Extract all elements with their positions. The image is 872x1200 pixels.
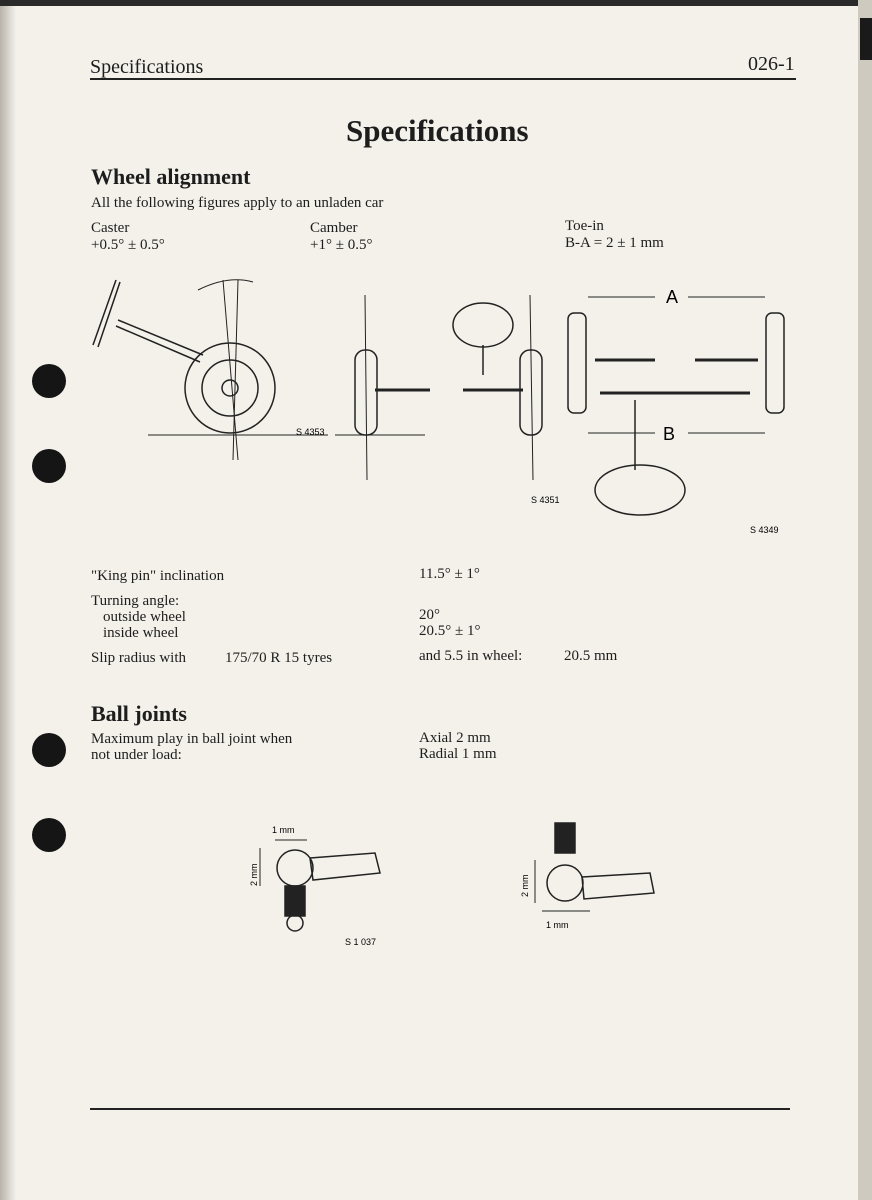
- ball-joint-text-1: Maximum play in ball joint when: [91, 731, 293, 747]
- page-title: Specifications: [346, 113, 529, 148]
- axial-play: Axial 2 mm: [419, 730, 491, 746]
- king-pin-label: "King pin" inclination: [91, 568, 225, 584]
- section-heading: Ball joints: [91, 701, 187, 726]
- dimension-b-label: B: [663, 424, 675, 444]
- slip-radius-label: Slip radius with: [91, 650, 187, 666]
- ball-joint-diagram-1: 1 mm 2 mm S 1 037: [249, 825, 381, 947]
- caster-value: +0.5° ± 0.5°: [91, 237, 165, 253]
- index-tab: [860, 18, 872, 60]
- page-edge: [858, 0, 872, 1200]
- camber-label: Camber: [310, 220, 358, 236]
- punch-hole: [32, 733, 66, 767]
- caster-label: Caster: [91, 220, 130, 236]
- footer-rule: [90, 1108, 790, 1110]
- turning-angle-label: Turning angle:: [91, 593, 180, 609]
- ball-joint-text-2: not under load:: [91, 747, 182, 763]
- outside-wheel-label: outside wheel: [103, 609, 186, 625]
- radial-play: Radial 1 mm: [419, 746, 497, 762]
- ball-joint-2-width-label: 1 mm: [546, 920, 569, 930]
- caster-diagram: S 4353: [92, 279, 328, 460]
- caster-figure-ref: S 4353: [296, 427, 325, 437]
- intro-text: All the following figures apply to an un…: [91, 195, 384, 211]
- running-header: Specifications: [90, 56, 204, 78]
- page-binding-shadow: [0, 0, 16, 1200]
- dimension-a-label: A: [666, 287, 678, 307]
- toe-in-label: Toe-in: [565, 218, 604, 234]
- outside-wheel-value: 20°: [419, 607, 440, 623]
- punch-hole: [32, 818, 66, 852]
- camber-figure-ref: S 4351: [531, 495, 560, 505]
- ball-joint-1-height-label: 2 mm: [249, 864, 259, 887]
- slip-radius-wheel: and 5.5 in wheel:: [419, 648, 523, 664]
- toe-in-diagram: A B S 4349: [567, 287, 785, 535]
- inside-wheel-value: 20.5° ± 1°: [419, 623, 481, 639]
- slip-radius-value: 20.5 mm: [564, 648, 618, 664]
- section-heading: Wheel alignment: [91, 164, 251, 189]
- camber-diagram: S 4351: [335, 294, 560, 505]
- inside-wheel-label: inside wheel: [103, 625, 179, 641]
- ball-joint-1-width-label: 1 mm: [272, 825, 295, 835]
- page-number: 026-1: [748, 53, 795, 75]
- punch-hole: [32, 449, 66, 483]
- header-rule: [90, 78, 796, 80]
- ball-joint-figure-ref: S 1 037: [345, 937, 376, 947]
- scan-edge: [0, 0, 872, 6]
- ball-joint-diagram-2: 2 mm 1 mm: [520, 822, 655, 930]
- camber-value: +1° ± 0.5°: [310, 237, 373, 253]
- toe-in-figure-ref: S 4349: [750, 525, 779, 535]
- king-pin-value: 11.5° ± 1°: [419, 566, 480, 582]
- punch-hole: [32, 364, 66, 398]
- ball-joint-2-height-label: 2 mm: [520, 875, 530, 898]
- slip-radius-tyres: 175/70 R 15 tyres: [225, 650, 333, 666]
- toe-in-value: B-A = 2 ± 1 mm: [565, 235, 664, 251]
